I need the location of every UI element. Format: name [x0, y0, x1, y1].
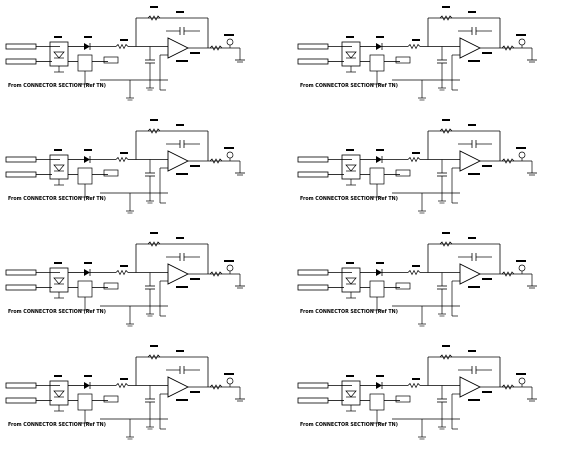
connector-section-label: From CONNECTOR SECTION (Ref TN): [300, 83, 398, 89]
connector-section-label: From CONNECTOR SECTION (Ref TN): [300, 309, 398, 315]
connector-section-label: From CONNECTOR SECTION (Ref TN): [8, 422, 106, 428]
connector-section-label: From CONNECTOR SECTION (Ref TN): [8, 196, 106, 202]
connector-section-label: From CONNECTOR SECTION (Ref TN): [8, 83, 106, 89]
channel-schematic: From CONNECTOR SECTION (Ref TN): [5, 118, 246, 214]
channel-schematic: From CONNECTOR SECTION (Ref TN): [297, 231, 538, 327]
schematic-channels: From CONNECTOR SECTION (Ref TN) From CONN…: [5, 5, 538, 440]
channel-schematic: From CONNECTOR SECTION (Ref TN): [5, 344, 246, 440]
channel-schematic: From CONNECTOR SECTION (Ref TN): [5, 5, 246, 101]
channel-schematic: From CONNECTOR SECTION (Ref TN): [297, 5, 538, 101]
connector-section-label: From CONNECTOR SECTION (Ref TN): [300, 422, 398, 428]
connector-section-label: From CONNECTOR SECTION (Ref TN): [300, 196, 398, 202]
channel-schematic: From CONNECTOR SECTION (Ref TN): [5, 231, 246, 327]
channel-schematic: From CONNECTOR SECTION (Ref TN): [297, 344, 538, 440]
channel-schematic: From CONNECTOR SECTION (Ref TN): [297, 118, 538, 214]
connector-section-label: From CONNECTOR SECTION (Ref TN): [8, 309, 106, 315]
